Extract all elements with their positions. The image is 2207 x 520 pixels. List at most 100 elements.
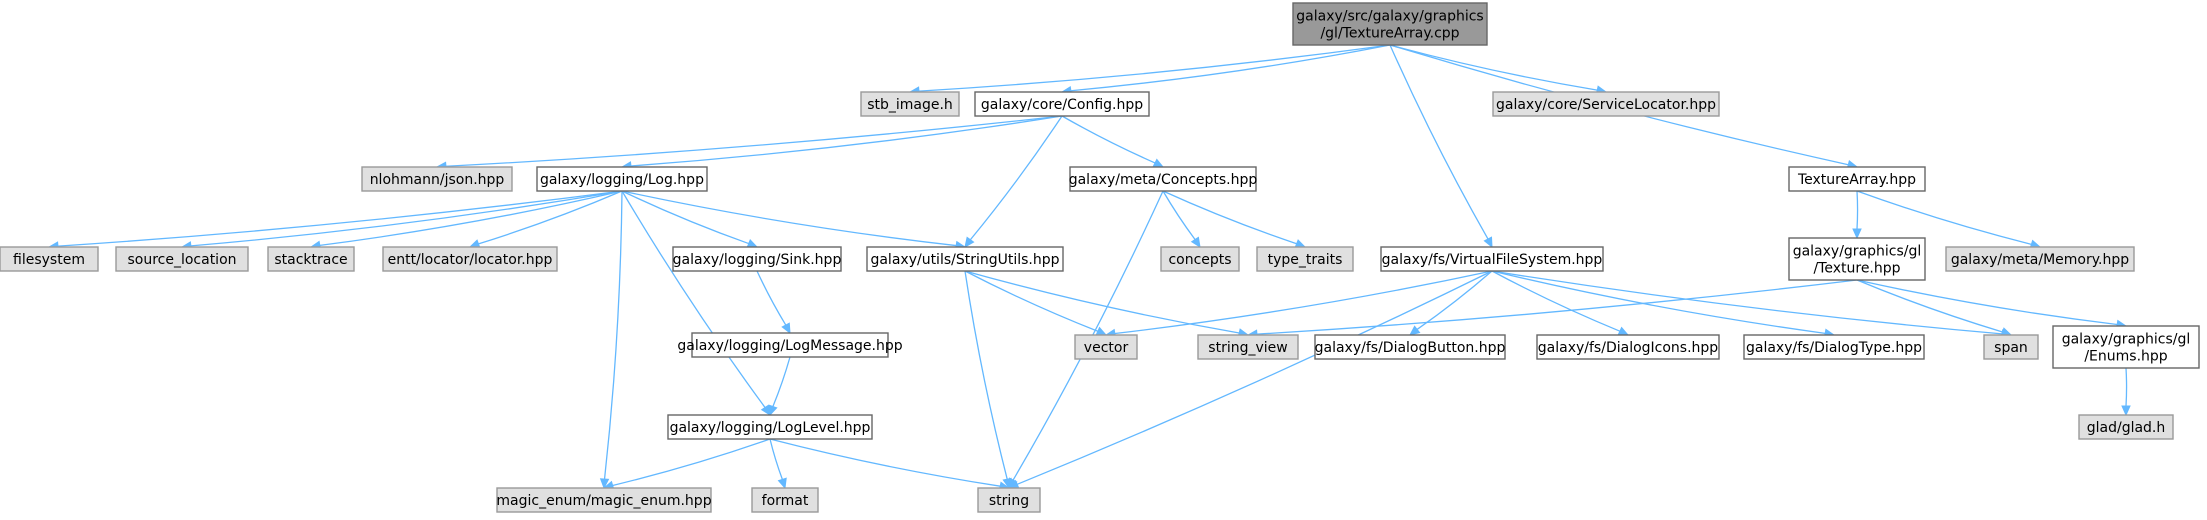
node-concepts[interactable]: concepts: [1160, 246, 1240, 272]
edge-root-to-config: [1060, 44, 1391, 96]
node-box: [672, 246, 842, 272]
node-stb-image[interactable]: stb_image.h: [860, 91, 960, 117]
node-span[interactable]: span: [1983, 334, 2039, 360]
node-label: galaxy/core/Config.hpp: [981, 97, 1143, 113]
node-box: [1197, 334, 1299, 360]
node-box: [974, 91, 1150, 117]
node-dialog-type[interactable]: galaxy/fs/DialogType.hpp: [1743, 334, 1925, 360]
node-dialog-button[interactable]: galaxy/fs/DialogButton.hpp: [1314, 334, 1506, 360]
edge-log_level-to-format: [769, 438, 787, 490]
node-texture[interactable]: galaxy/graphics/gl/Texture.hpp: [1788, 237, 1926, 281]
node-box: [0, 246, 99, 272]
node-label: type_traits: [1268, 252, 1343, 268]
node-config[interactable]: galaxy/core/Config.hpp: [974, 91, 1150, 117]
node-box: [496, 487, 712, 513]
node-label: entt/locator/locator.hpp: [388, 252, 553, 268]
node-label: galaxy/utils/StringUtils.hpp: [870, 252, 1059, 268]
node-label: span: [1994, 340, 2028, 356]
edge-vfs-to-dialog_button: [1409, 270, 1493, 336]
nodes-layer: galaxy/src/galaxy/graphics/gl/TextureArr…: [0, 2, 2200, 513]
node-string-utils[interactable]: galaxy/utils/StringUtils.hpp: [866, 246, 1064, 272]
node-label: stacktrace: [274, 252, 347, 268]
node-source-location[interactable]: source_location: [115, 246, 249, 272]
node-label: galaxy/src/galaxy/graphics: [1296, 9, 1483, 25]
node-sink[interactable]: galaxy/logging/Sink.hpp: [672, 246, 842, 272]
node-memory[interactable]: galaxy/meta/Memory.hpp: [1945, 246, 2135, 272]
edge-log_level-to-magic_enum: [602, 438, 771, 490]
node-box: [667, 414, 873, 440]
node-root[interactable]: galaxy/src/galaxy/graphics/gl/TextureArr…: [1292, 2, 1488, 46]
node-label: galaxy/logging/LogLevel.hpp: [670, 420, 871, 436]
edge-log-to-sink: [621, 190, 759, 248]
node-log-message[interactable]: galaxy/logging/LogMessage.hpp: [677, 332, 903, 358]
node-box: [1788, 166, 1926, 192]
node-label: string: [989, 493, 1029, 509]
node-type-traits[interactable]: type_traits: [1256, 246, 1354, 272]
node-stacktrace[interactable]: stacktrace: [267, 246, 355, 272]
edge-vfs-to-span: [1491, 270, 2013, 339]
node-box: [2052, 325, 2200, 369]
edge-enums-to-glad: [2121, 367, 2131, 417]
node-concepts-hpp[interactable]: galaxy/meta/Concepts.hpp: [1069, 166, 1258, 192]
edge-root-to-stb_image: [908, 44, 1391, 96]
node-box: [536, 166, 708, 192]
node-box: [691, 332, 889, 358]
edge-config-to-log: [620, 115, 1063, 171]
node-magic-enum[interactable]: magic_enum/magic_enum.hpp: [496, 487, 712, 513]
node-nlohmann[interactable]: nlohmann/json.hpp: [361, 166, 513, 192]
edge-string_utils-to-vector: [964, 270, 1108, 336]
node-label: galaxy/fs/VirtualFileSystem.hpp: [1382, 252, 1603, 268]
node-label: magic_enum/magic_enum.hpp: [496, 493, 711, 509]
node-vfs[interactable]: galaxy/fs/VirtualFileSystem.hpp: [1380, 246, 1604, 272]
edge-sink-to-log_message: [756, 270, 791, 335]
edge-root-to-service_locator: [1389, 44, 1608, 95]
node-log[interactable]: galaxy/logging/Log.hpp: [536, 166, 708, 192]
node-texture-array[interactable]: TextureArray.hpp: [1788, 166, 1926, 192]
node-box: [382, 246, 558, 272]
edge-log_level-to-string: [769, 438, 1011, 491]
node-enums[interactable]: galaxy/graphics/gl/Enums.hpp: [2052, 325, 2200, 369]
node-vector[interactable]: vector: [1074, 334, 1138, 360]
node-box: [1256, 246, 1354, 272]
node-label: nlohmann/json.hpp: [370, 172, 505, 188]
node-label: glad/glad.h: [2087, 420, 2166, 436]
edge-log-to-entt_locator: [468, 190, 623, 249]
node-glad[interactable]: glad/glad.h: [2078, 414, 2174, 440]
node-box: [361, 166, 513, 192]
node-string[interactable]: string: [977, 487, 1041, 513]
edge-log-to-magic_enum: [599, 190, 623, 490]
node-format[interactable]: format: [751, 487, 819, 513]
node-dialog-icons[interactable]: galaxy/fs/DialogIcons.hpp: [1536, 334, 1720, 360]
edge-vfs-to-dialog_type: [1491, 270, 1836, 338]
node-box: [115, 246, 249, 272]
edges-layer: [47, 44, 2131, 491]
node-label: /Enums.hpp: [2084, 349, 2167, 365]
node-box: [866, 246, 1064, 272]
node-box: [1292, 2, 1488, 46]
node-box: [751, 487, 819, 513]
edge-config-to-concepts_hpp: [1061, 115, 1165, 168]
node-box: [1492, 91, 1720, 117]
node-box: [860, 91, 960, 117]
node-label: galaxy/core/ServiceLocator.hpp: [1496, 97, 1716, 113]
edge-texture-to-enums: [1856, 279, 2128, 330]
node-box: [1380, 246, 1604, 272]
node-filesystem[interactable]: filesystem: [0, 246, 99, 272]
node-entt-locator[interactable]: entt/locator/locator.hpp: [382, 246, 558, 272]
node-service-locator[interactable]: galaxy/core/ServiceLocator.hpp: [1492, 91, 1720, 117]
node-box: [267, 246, 355, 272]
node-label: stb_image.h: [867, 97, 953, 113]
node-label: /Texture.hpp: [1813, 261, 1900, 277]
node-string-view[interactable]: string_view: [1197, 334, 1299, 360]
node-label: galaxy/fs/DialogType.hpp: [1746, 340, 1922, 356]
node-label: format: [762, 493, 809, 509]
node-box: [2078, 414, 2174, 440]
node-box: [1069, 166, 1257, 192]
edge-vfs-to-vector: [1104, 270, 1493, 339]
node-label: TextureArray.hpp: [1797, 172, 1916, 188]
edge-log-to-filesystem: [47, 190, 623, 251]
node-label: vector: [1084, 340, 1129, 356]
node-log-level[interactable]: galaxy/logging/LogLevel.hpp: [667, 414, 873, 440]
edge-concepts_hpp-to-concepts: [1162, 190, 1201, 249]
node-box: [1788, 237, 1926, 281]
